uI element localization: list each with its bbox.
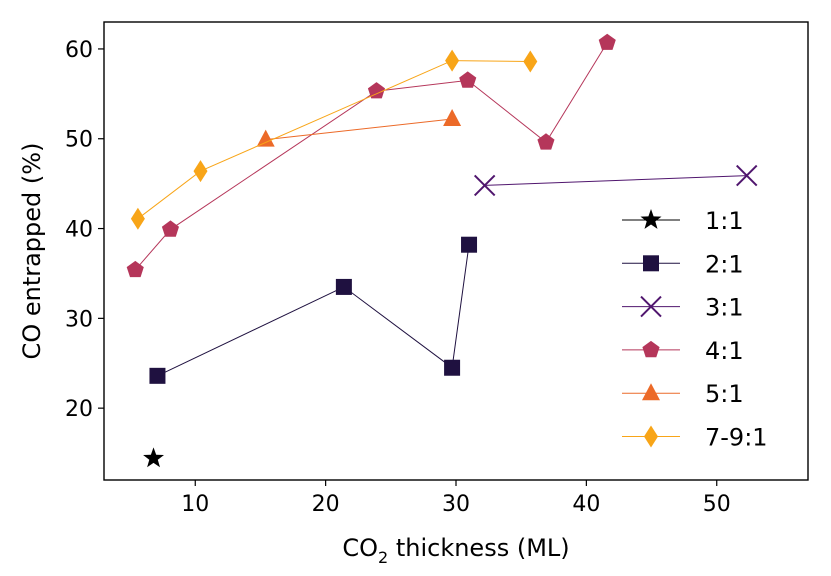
series-6	[130, 49, 538, 230]
data-point	[461, 236, 478, 253]
legend-entry: 3:1	[622, 294, 744, 322]
data-point	[149, 367, 166, 384]
legend-label: 2:1	[705, 250, 744, 278]
series-line	[484, 175, 747, 186]
legend-entry: 4:1	[622, 337, 744, 365]
series-line	[137, 60, 531, 220]
series-4	[126, 33, 616, 278]
data-point	[193, 160, 208, 183]
y-axis-ticks: 20 30 40 50 60	[65, 38, 104, 422]
x-axis-ticks: 10 20 30 40 50	[181, 480, 731, 517]
legend-entry: 5:1	[622, 380, 744, 408]
series-line	[265, 118, 453, 141]
legend-marker	[640, 209, 662, 229]
data-point	[459, 71, 477, 88]
series-1	[143, 447, 164, 468]
legend-marker	[642, 340, 660, 358]
series-line	[157, 244, 470, 377]
x-tick-label: 40	[572, 492, 600, 517]
legend-label: 5:1	[705, 380, 744, 408]
data-point	[335, 278, 352, 295]
data-point	[443, 109, 462, 126]
data-point	[256, 129, 275, 147]
legend-marker	[640, 295, 662, 318]
y-tick-label: 40	[65, 218, 93, 243]
series-3	[473, 164, 758, 197]
plot-frame	[103, 21, 809, 481]
legend-entry: 1:1	[622, 207, 744, 235]
data-point	[736, 164, 758, 187]
legend-label: 4:1	[705, 337, 744, 365]
data-point	[537, 133, 555, 150]
x-tick-label: 30	[442, 492, 470, 517]
data-point	[143, 447, 164, 468]
x-tick-label: 50	[703, 492, 731, 517]
legend-entry: 2:1	[622, 250, 744, 278]
legend-marker	[642, 383, 660, 401]
x-tick-label: 20	[312, 492, 340, 517]
y-axis-title: CO entrapped (%)	[18, 143, 46, 360]
data-point	[598, 33, 616, 50]
y-tick-label: 60	[65, 38, 93, 63]
data-point	[367, 82, 385, 99]
data-point	[161, 220, 179, 237]
legend-entry: 7-9:1	[622, 424, 768, 452]
x-axis-title: CO2 thickness (ML)	[342, 534, 569, 567]
data-point	[523, 50, 538, 73]
legend-marker	[644, 425, 658, 448]
legend: 1:1 2:1 3:1 4:1 5:1 7-9:1	[622, 207, 768, 452]
series-line	[134, 42, 608, 271]
y-tick-label: 50	[65, 128, 93, 153]
legend-label: 3:1	[705, 294, 744, 322]
series-2	[149, 236, 478, 384]
y-tick-label: 20	[65, 397, 93, 422]
data-point	[126, 260, 144, 278]
data-point	[130, 207, 145, 230]
data-point	[444, 359, 461, 376]
data-point	[445, 49, 460, 72]
legend-label: 7-9:1	[705, 424, 768, 452]
y-tick-label: 30	[65, 307, 93, 332]
legend-label: 1:1	[705, 207, 744, 235]
x-tick-label: 10	[181, 492, 209, 517]
series-5	[256, 109, 462, 147]
data-point	[473, 174, 496, 197]
series-layer	[126, 33, 758, 468]
legend-marker	[643, 255, 659, 272]
